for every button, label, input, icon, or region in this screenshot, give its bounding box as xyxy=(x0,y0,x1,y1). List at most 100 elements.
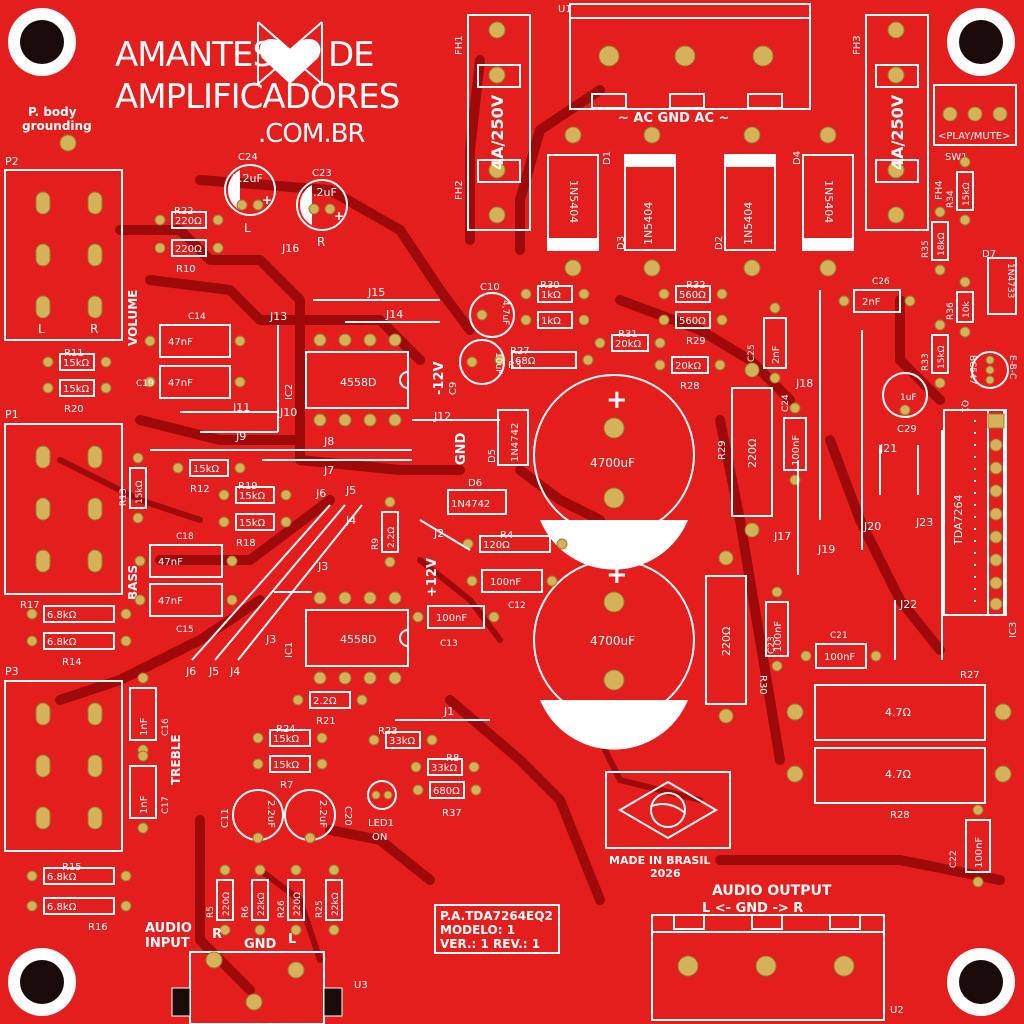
svg-text:R16: R16 xyxy=(88,922,108,933)
amp-ic3: TDA7264 IC3 xyxy=(943,409,1019,638)
svg-text:R7: R7 xyxy=(280,780,293,791)
small-resistors: 220ΩR22220ΩR1015kΩR1115kΩR2015kΩR1215kΩR… xyxy=(20,156,974,936)
pot-p1-bass: P1 BASS xyxy=(4,408,140,600)
svg-text:R37: R37 xyxy=(442,808,462,819)
svg-text:R3: R3 xyxy=(508,360,521,371)
svg-text:100nF: 100nF xyxy=(791,435,802,466)
svg-text:IC3: IC3 xyxy=(1008,622,1019,638)
svg-text:J17: J17 xyxy=(773,530,791,543)
svg-text:J9: J9 xyxy=(235,430,246,443)
svg-text:C11: C11 xyxy=(220,808,231,828)
svg-text:R27: R27 xyxy=(960,670,980,681)
brand-line2: AMPLIFICADORES xyxy=(115,77,399,117)
svg-text:J15: J15 xyxy=(367,286,385,299)
brand-line1-right: DE xyxy=(328,35,374,75)
body-ground-label-2: grounding xyxy=(22,119,92,133)
svg-text:4.7Ω: 4.7Ω xyxy=(885,706,911,719)
svg-text:J6: J6 xyxy=(185,665,196,678)
svg-text:R12: R12 xyxy=(190,484,210,495)
svg-text:C15: C15 xyxy=(176,625,194,635)
svg-text:R19: R19 xyxy=(238,481,258,492)
rectifier-diodes: 1N5404 1N5404 1N5404 1N5404 D1 D3 D2 D4 xyxy=(547,126,854,277)
svg-text:J2: J2 xyxy=(433,527,444,540)
svg-text:J23: J23 xyxy=(915,516,933,529)
svg-text:J14: J14 xyxy=(385,308,403,321)
svg-text:R33: R33 xyxy=(921,353,931,371)
svg-text:15kΩ: 15kΩ xyxy=(962,182,972,206)
svg-text:D6: D6 xyxy=(468,478,482,489)
bass-label: BASS xyxy=(126,565,140,600)
gnd-label: GND xyxy=(454,432,469,465)
svg-text:J1: J1 xyxy=(443,705,454,718)
svg-text:BC547: BC547 xyxy=(967,355,977,384)
svg-text:D7: D7 xyxy=(982,249,996,260)
svg-text:C10: C10 xyxy=(480,282,500,293)
resistor-r9: 2.2Ω R9 xyxy=(371,496,399,568)
svg-text:1N4733: 1N4733 xyxy=(1005,263,1015,298)
svg-text:R25: R25 xyxy=(315,900,325,918)
svg-text:47nF: 47nF xyxy=(158,596,183,607)
resistor-r30-power: 220Ω R30 xyxy=(705,550,768,724)
svg-text:R: R xyxy=(90,322,98,336)
svg-text:J8: J8 xyxy=(323,435,334,448)
body-ground-label-1: P. body xyxy=(28,105,77,119)
svg-text:VER.: 1 REV.: 1: VER.: 1 REV.: 1 xyxy=(440,937,540,951)
svg-text:18kΩ: 18kΩ xyxy=(937,232,947,256)
opamp-ic2: 4558D IC2 xyxy=(284,333,409,427)
svg-text:U2: U2 xyxy=(890,1005,904,1016)
svg-text:4,7uF: 4,7uF xyxy=(500,300,510,325)
svg-text:C12: C12 xyxy=(508,601,526,611)
svg-text:2nF: 2nF xyxy=(771,345,782,364)
svg-text:C14: C14 xyxy=(188,312,206,322)
svg-text:2nF: 2nF xyxy=(862,297,881,308)
svg-text:10k: 10k xyxy=(962,301,972,318)
capacitor-c6: + 4700uF C6 xyxy=(533,559,695,750)
fuse-rating-left: 4A/250V xyxy=(488,94,507,170)
audio-input-title1: AUDIO xyxy=(145,921,192,936)
svg-text:15kΩ: 15kΩ xyxy=(239,518,266,529)
ac-label: ~ AC GND AC ~ xyxy=(618,111,729,126)
svg-text:68Ω: 68Ω xyxy=(515,356,536,367)
svg-text:R8: R8 xyxy=(446,753,459,764)
svg-text:4700uF: 4700uF xyxy=(590,634,635,648)
cap-c20: 2.2uF C20 xyxy=(284,789,353,844)
svg-text:20kΩ: 20kΩ xyxy=(615,339,642,350)
resistor-r29-power: 220Ω R29 xyxy=(717,362,773,538)
svg-text:FH2: FH2 xyxy=(454,180,465,200)
svg-text:220Ω: 220Ω xyxy=(175,216,202,227)
svg-text:L: L xyxy=(38,322,45,336)
bridge-u1: U1 ~ AC GND AC ~ xyxy=(558,3,811,126)
audio-output-channels: L <- GND -> R xyxy=(702,901,803,916)
svg-text:2.2uF: 2.2uF xyxy=(265,800,276,828)
svg-text:2.2Ω: 2.2Ω xyxy=(387,527,397,548)
svg-text:100nF: 100nF xyxy=(974,837,985,868)
svg-text:R23: R23 xyxy=(378,726,398,737)
audio-input-connector: AUDIO INPUT R GND L U3 xyxy=(145,921,368,1024)
svg-text:2.2uF: 2.2uF xyxy=(306,186,337,199)
led1: LED1 ON xyxy=(367,780,397,843)
audio-input-title2: INPUT xyxy=(145,936,190,951)
svg-text:1nF: 1nF xyxy=(139,717,150,736)
svg-text:R9: R9 xyxy=(371,538,381,550)
svg-text:22kΩ: 22kΩ xyxy=(257,892,267,916)
